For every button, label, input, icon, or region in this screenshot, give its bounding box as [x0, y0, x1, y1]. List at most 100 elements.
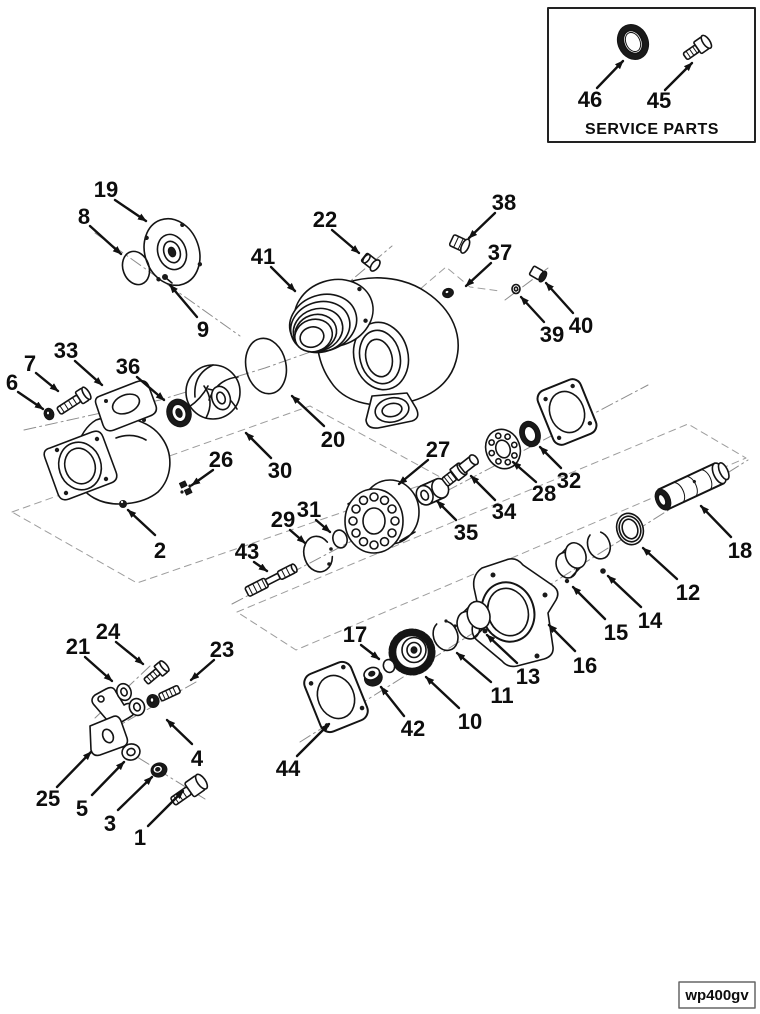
callout-30: 30 [244, 431, 292, 483]
callout-35: 35 [435, 499, 478, 545]
part-12-seal-ring [615, 512, 645, 546]
part-18-shaft [654, 462, 730, 511]
callout-4: 4 [165, 718, 204, 771]
callout-8-label: 8 [78, 204, 90, 229]
part-10-gear [388, 628, 436, 676]
callout-16-label: 16 [573, 653, 597, 678]
callout-1-label: 1 [134, 825, 146, 850]
part-27-roller-bearing [344, 479, 420, 554]
callout-45: 45 [647, 61, 694, 113]
part-20-o-ring [244, 337, 288, 395]
part-1-bolt [170, 773, 209, 806]
callout-22-label: 22 [313, 207, 337, 232]
callout-41-label: 41 [251, 244, 275, 269]
callout-10-label: 10 [458, 709, 482, 734]
callout-42: 42 [379, 685, 425, 741]
callout-15: 15 [571, 585, 628, 645]
part-22-plug [360, 252, 381, 272]
callout-25: 25 [36, 750, 93, 811]
callout-5: 5 [76, 760, 126, 821]
part-28-ball-bearing [484, 428, 522, 470]
part-26-clip [178, 480, 193, 496]
drawing-code: wp400gv [684, 987, 749, 1004]
part-44-gasket [303, 660, 369, 734]
part-46-o-ring [616, 23, 650, 61]
callout-25-label: 25 [36, 786, 60, 811]
callout-39-label: 39 [540, 322, 564, 347]
callout-21: 21 [66, 634, 114, 683]
callout-4-label: 4 [191, 746, 204, 771]
callout-6-label: 6 [6, 370, 18, 395]
part-34-shaft [441, 454, 479, 487]
part-43-stud [244, 563, 298, 597]
part-11-snap-ring [432, 619, 459, 652]
part-6-nut [43, 407, 55, 421]
callout-38: 38 [467, 190, 516, 240]
callout-36-label: 36 [116, 354, 140, 379]
service-parts-title: SERVICE PARTS [585, 121, 719, 138]
callout-9-label: 9 [197, 317, 209, 342]
callout-11: 11 [455, 651, 514, 708]
callout-14: 14 [606, 574, 663, 633]
part-24-bolt [143, 660, 170, 685]
phantom-outlines [11, 266, 747, 651]
part-29-snap-ring [302, 535, 334, 573]
callout-32: 32 [538, 445, 581, 493]
part-5-washer [121, 743, 141, 761]
callout-16: 16 [547, 623, 597, 678]
callout-18-label: 18 [728, 538, 752, 563]
callout-41: 41 [251, 244, 297, 293]
callout-44: 44 [276, 722, 331, 781]
callout-33-label: 33 [54, 338, 78, 363]
part-37-nut [442, 287, 454, 299]
part-snap-ring-right [586, 531, 611, 560]
callout-8: 8 [78, 204, 123, 256]
callout-46: 46 [578, 59, 625, 112]
callout-33: 33 [54, 338, 104, 387]
callout-5-label: 5 [76, 796, 88, 821]
part-45-plug-bolt [682, 34, 713, 61]
callout-14-label: 14 [638, 608, 663, 633]
callout-23-label: 23 [210, 637, 234, 662]
callout-43: 43 [235, 539, 269, 573]
callout-7-label: 7 [24, 351, 36, 376]
callout-11-label: 11 [490, 683, 513, 708]
callout-26: 26 [190, 447, 233, 487]
callouts: 1 2 3 4 5 6 7 8 9 10 11 12 13 14 15 16 1… [6, 59, 752, 850]
callout-1: 1 [134, 789, 185, 850]
callout-19: 19 [94, 177, 148, 223]
callout-20-label: 20 [321, 427, 345, 452]
drawing-code-box: wp400gv [678, 981, 756, 1009]
part-23-stud [158, 685, 181, 702]
callout-17-label: 17 [343, 622, 367, 647]
part-36-shaft-seal [166, 398, 192, 428]
callout-2: 2 [126, 508, 166, 563]
part-38-plug [448, 234, 471, 254]
callout-34-label: 34 [492, 499, 517, 524]
callout-34: 34 [469, 474, 517, 524]
callout-17: 17 [343, 622, 381, 661]
callout-26-label: 26 [209, 447, 233, 472]
callout-13: 13 [485, 633, 540, 689]
callout-28-label: 28 [532, 481, 556, 506]
callout-39: 39 [519, 295, 564, 347]
callout-40-label: 40 [569, 313, 593, 338]
part-39-washer [511, 283, 521, 295]
callout-21-label: 21 [66, 634, 90, 659]
part-33-pump-housing [43, 380, 171, 505]
callout-15-label: 15 [604, 620, 628, 645]
callout-27-label: 27 [426, 437, 450, 462]
callout-36: 36 [116, 354, 166, 402]
callout-22: 22 [313, 207, 361, 255]
part-3-nut [150, 762, 168, 778]
callout-9: 9 [168, 283, 209, 342]
callout-23: 23 [189, 637, 234, 682]
callout-31-label: 31 [297, 497, 321, 522]
callout-37: 37 [464, 240, 512, 288]
callout-44-label: 44 [276, 756, 301, 781]
callout-24-label: 24 [96, 619, 121, 644]
callout-35-label: 35 [454, 520, 478, 545]
callout-28: 28 [511, 460, 556, 506]
